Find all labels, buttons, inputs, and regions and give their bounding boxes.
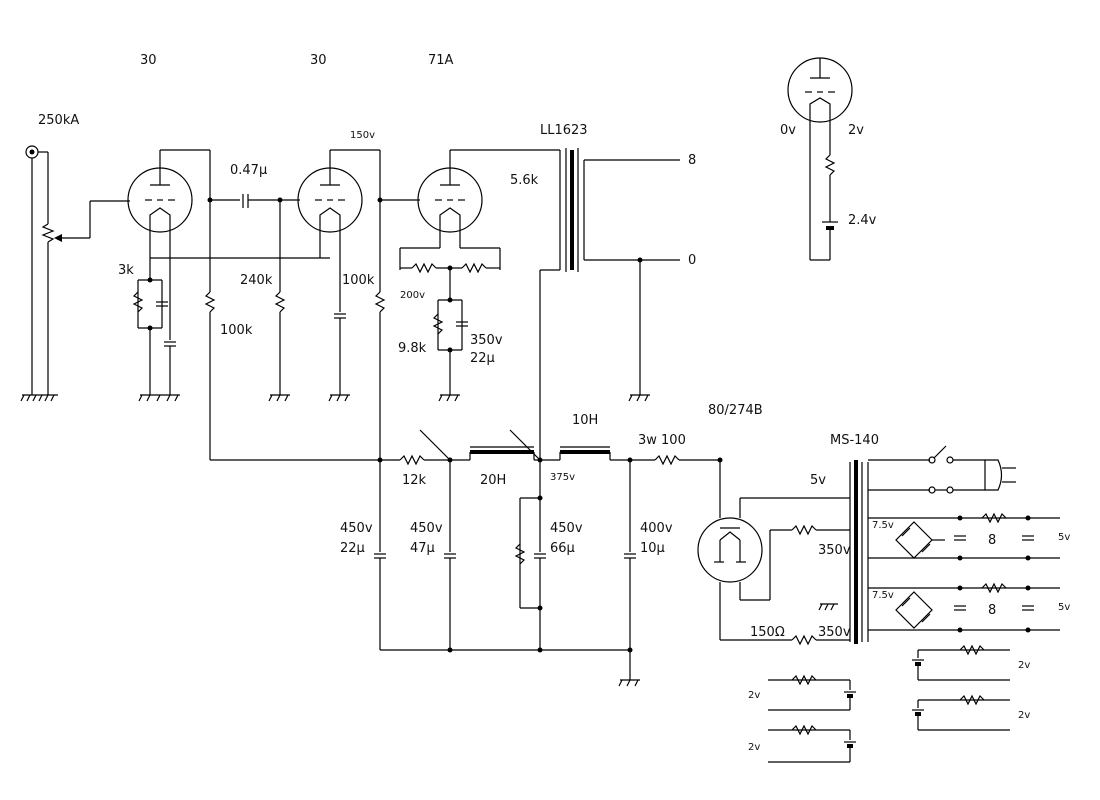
power-transformer-label: MS-140 [830,433,879,448]
filament-ref-2v-label: 2v [848,123,864,138]
cap-1-voltage-label: 450v [340,521,373,536]
cap-4-voltage-label: 400v [640,521,673,536]
resistor-150ohm-label: 150Ω [750,625,785,640]
filament-ref-battery-label: 2.4v [848,213,877,228]
primary-impedance-label: 5.6k [510,173,539,188]
cap-3-value-label: 66μ [550,541,575,556]
battery-supply-right-2 [912,694,1010,731]
voltage-200v-label: 200v [400,290,425,301]
resistor-12k-label: 12k [402,473,427,488]
power-transformer [849,459,930,644]
secondary-350v-b-label: 350v [818,625,851,640]
heater-supply-2 [868,582,1060,633]
battery-supply-right-1 [912,644,1010,681]
filament-reference-circuit [787,57,853,261]
volume-pot-label: 250kA [38,113,79,128]
heater-2-ac-label: 7.5v [872,590,894,601]
coupling-cap-label: 0.47μ [230,163,267,178]
ground-rail [380,647,633,653]
b-plus-rail [210,429,723,466]
filter-capacitor-2 [444,460,456,650]
v2-plate-load [374,150,420,460]
voltage-150v-label: 150v [350,130,375,141]
cap-2-voltage-label: 450v [410,521,443,536]
filter-capacitor-3 [514,460,546,650]
cap-2-value-label: 47μ [410,541,435,556]
voltage-375v-label: 375v [550,472,575,483]
output-tap-8-label: 8 [688,153,696,168]
choke-20h-label: 20H [480,473,506,488]
secondary-5v-label: 5v [810,473,826,488]
tube-v3 [400,149,560,249]
filament-ref-0v-label: 0v [780,123,796,138]
heater-1-out-label: 5v [1058,532,1070,543]
resistor-240k-label: 240k [240,273,273,288]
v1-cathode-network [132,257,330,402]
filter-capacitor-1 [374,460,386,650]
heater-1-ac-label: 7.5v [872,520,894,531]
heater-1-resistor-label: 8 [988,533,996,548]
cap-4-value-label: 10μ [640,541,665,556]
battery-right-1-label: 2v [1018,660,1030,671]
v2-cathode-cap [328,313,350,402]
mains-switch [928,445,985,494]
rectifier-tube [697,460,850,646]
rectifier-tube-label: 80/274B [708,403,763,418]
battery-supply-left-2 [768,724,856,763]
resistor-100k-b-label: 100k [342,273,375,288]
resistor-100k-a-label: 100k [220,323,253,338]
output-transformer-label: LL1623 [540,123,588,138]
cap-3-voltage-label: 450v [550,521,583,536]
volume-potentiometer [31,151,130,395]
bias-cap-value-label: 22μ [470,351,495,366]
resistor-9-8k-label: 9.8k [398,341,427,356]
tube-v2 [297,149,380,312]
output-transformer [539,148,680,460]
tube-label-v1: 30 [140,53,157,68]
cap-1-value-label: 22μ [340,541,365,556]
resistor-3k-label: 3k [118,263,134,278]
resistor-3w100-label: 3w 100 [638,433,686,448]
heater-2-resistor-label: 8 [988,603,996,618]
filter-capacitor-4 [618,460,640,687]
battery-left-1-label: 2v [748,690,760,701]
battery-left-2-label: 2v [748,742,760,753]
tube-label-v2: 30 [310,53,327,68]
v1-plate-load [204,150,300,460]
heater-supply-1 [868,512,1060,561]
tube-label-v3: 71A [428,53,454,68]
secondary-350v-a-label: 350v [818,543,851,558]
battery-supply-left-1 [768,674,856,711]
heater-2-out-label: 5v [1058,602,1070,613]
ground-symbol [20,394,58,402]
tube-v1 [127,149,210,280]
battery-right-2-label: 2v [1018,710,1030,721]
mains-plug-icon [984,459,1016,491]
output-tap-0-label: 0 [688,253,696,268]
v3-filament-bias-network [399,248,501,402]
bias-cap-voltage-label: 350v [470,333,503,348]
grid-resistor-240k [268,197,290,402]
choke-10h-label: 10H [572,413,598,428]
input-jack [25,145,39,159]
